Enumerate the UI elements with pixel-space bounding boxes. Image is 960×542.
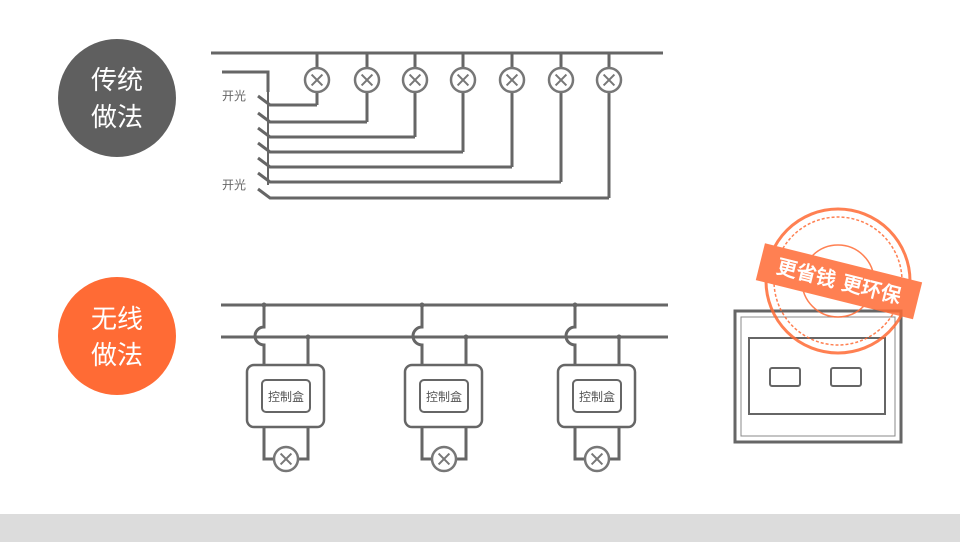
lamp-icon xyxy=(583,445,611,473)
switch-label-top: 开光 xyxy=(222,89,246,103)
control-box-label: 控制盒 xyxy=(268,389,304,404)
wireless-method-badge: 无线 做法 xyxy=(58,277,176,395)
wireless-wiring: 控制盒 控制盒 控制盒 xyxy=(221,302,668,473)
control-box-unit: 控制盒 xyxy=(403,302,484,473)
traditional-wiring: 开光 开光 xyxy=(211,51,663,200)
lamp-icon xyxy=(595,66,623,94)
lamp-icon xyxy=(303,66,331,94)
traditional-label-line2: 做法 xyxy=(91,103,143,133)
lamp-icon xyxy=(353,66,381,94)
lamp-icon xyxy=(449,66,477,94)
control-box-label: 控制盒 xyxy=(426,389,462,404)
traditional-method-badge: 传统 做法 xyxy=(58,39,176,157)
lamp-icon xyxy=(547,66,575,94)
control-box-label: 控制盒 xyxy=(579,389,615,404)
control-box-unit: 控制盒 xyxy=(245,302,326,473)
footer-bar xyxy=(0,514,960,542)
control-box-unit: 控制盒 xyxy=(556,302,637,473)
wireless-label-line1: 无线 xyxy=(91,305,143,335)
wireless-label-line2: 做法 xyxy=(91,341,143,371)
switch-panel-icon xyxy=(733,309,903,444)
lamp-icon xyxy=(272,445,300,473)
savings-stamp: 更省钱 更环保 xyxy=(755,207,923,355)
lamp-icon xyxy=(401,66,429,94)
traditional-label-line1: 传统 xyxy=(91,66,143,96)
lamp-icon xyxy=(430,445,458,473)
lamp-icon xyxy=(498,66,526,94)
switch-label-bottom: 开光 xyxy=(222,178,246,192)
